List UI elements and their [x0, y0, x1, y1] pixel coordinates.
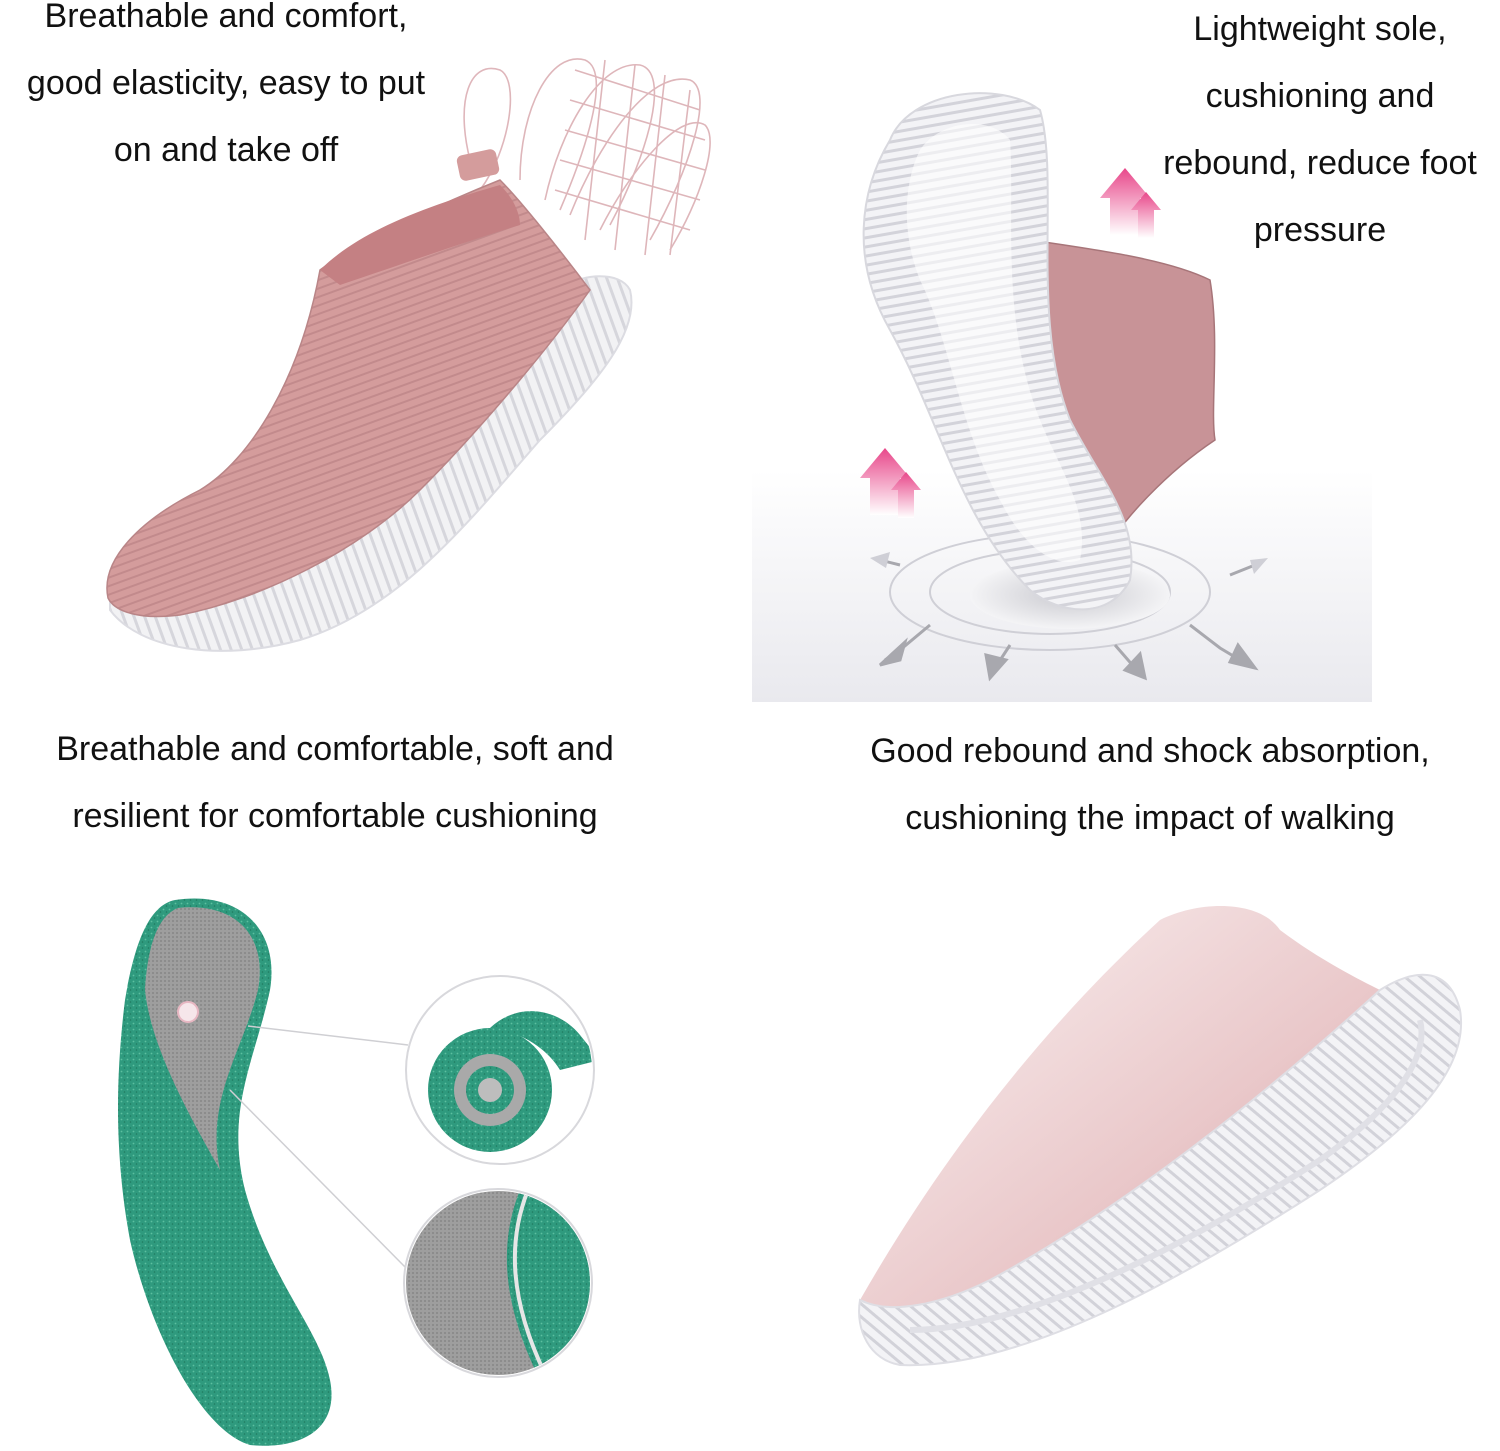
sole-flex-image: [740, 0, 1500, 710]
caption-line: Lightweight sole,: [1193, 10, 1447, 48]
caption-line: cushioning the impact of walking: [905, 799, 1395, 837]
caption-line: rebound, reduce foot: [1163, 144, 1477, 182]
caption-insole-comfort: Breathable and comfortable, soft and res…: [10, 716, 660, 850]
rolled-foam-detail: [405, 975, 595, 1165]
up-arrow-icon: [860, 448, 921, 518]
caption-line: good elasticity, easy to put: [26, 64, 426, 102]
fabric-layer-detail: [403, 1188, 593, 1378]
caption-line: Breathable and comfortable, soft and: [56, 730, 614, 768]
caption-line: Breathable and comfort,: [44, 0, 408, 35]
insole-detail-image: [0, 860, 740, 1451]
shoe-rebound-image: [760, 860, 1500, 1451]
caption-lightweight-sole: Lightweight sole, cushioning and rebound…: [1140, 0, 1500, 264]
shoe-upper: [860, 906, 1380, 1315]
caption-line: resilient for comfortable cushioning: [72, 797, 598, 835]
shoe-side-view-image: [0, 0, 740, 700]
stretch-lines-icon: [463, 58, 711, 256]
caption-shock-absorption: Good rebound and shock absorption, cushi…: [820, 718, 1480, 852]
caption-line: cushioning and: [1205, 77, 1435, 115]
caption-line: pressure: [1253, 211, 1387, 249]
shoe-upper: [106, 179, 591, 618]
caption-line: Good rebound and shock absorption,: [870, 732, 1430, 770]
caption-line: on and take off: [113, 131, 339, 169]
caption-elasticity: Breathable and comfort, good elasticity,…: [0, 0, 452, 184]
shoe-sole: [858, 973, 1463, 1367]
up-arrow-icon: [1100, 168, 1161, 238]
impact-arrows-icon: [870, 552, 1268, 682]
